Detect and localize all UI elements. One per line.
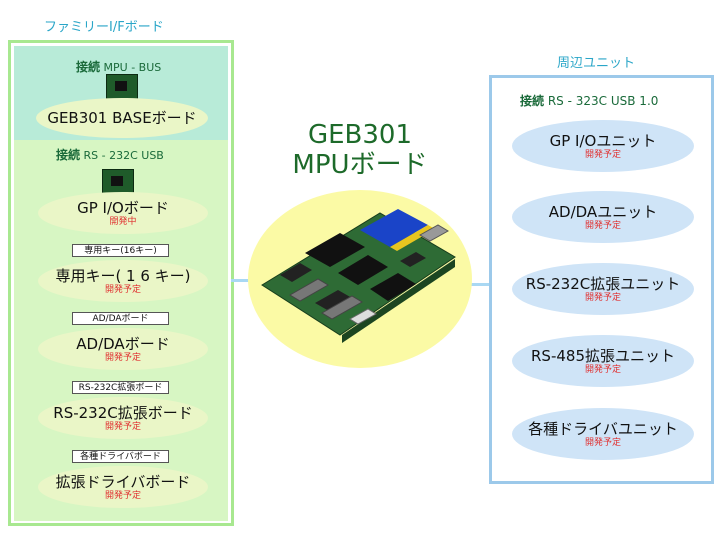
gp-io-board-node: GP I/Oボード 開発中: [38, 192, 208, 234]
unit-status: 開発予定: [584, 365, 621, 375]
board-status: 開発中: [109, 217, 137, 227]
ad-da-board-node: AD/DAボード 開発予定: [38, 328, 208, 370]
driver-unit-node: 各種ドライバユニット 開発予定: [512, 408, 694, 460]
unit-status: 開発予定: [584, 293, 621, 303]
unit-title: 各種ドライバユニット: [528, 420, 678, 438]
board-status: 開発予定: [104, 422, 141, 432]
board-title: 専用キー( 1 6 キー): [55, 267, 191, 285]
mpu-bus-label: 接続 MPU - BUS: [76, 60, 162, 74]
unit-title: GP I/Oユニット: [549, 132, 657, 150]
unit-title: AD/DAユニット: [548, 203, 658, 221]
unit-status: 開発予定: [584, 150, 621, 160]
board-icon: [102, 169, 134, 195]
mpu-bus-section: 接続 MPU - BUS GEB301 BASEボード: [14, 46, 228, 140]
unit-status: 開発予定: [584, 438, 621, 448]
center-title-line2: MPUボード: [292, 150, 428, 180]
unit-title: RS-485拡張ユニット: [531, 347, 675, 365]
center-title-line1: GEB301: [307, 120, 413, 150]
base-board-title: GEB301 BASEボード: [47, 109, 197, 127]
board-status: 開発予定: [104, 491, 141, 501]
family-if-panel: 接続 MPU - BUS GEB301 BASEボード 接続 RS - 232C…: [8, 40, 234, 526]
rs232-label: 接続 RS - 232C USB: [56, 148, 164, 162]
board-title: 拡張ドライバボード: [55, 473, 191, 491]
rs232c-board-node: RS-232C拡張ボード 開発予定: [38, 397, 208, 439]
dedicated-key-board-node: 専用キー( 1 6 キー) 開発予定: [38, 260, 208, 302]
unit-status: 開発予定: [584, 221, 621, 231]
base-board-node: GEB301 BASEボード: [36, 98, 208, 138]
unit-title: RS-232C拡張ユニット: [525, 275, 681, 293]
mpu-board-image: [261, 209, 456, 343]
board-title: GP I/Oボード: [77, 199, 169, 217]
board-status: 開発予定: [104, 285, 141, 295]
board-tag: RS-232C拡張ボード: [72, 381, 169, 394]
left-connector-line: [231, 279, 253, 282]
right-conn-label: 接続 RS - 323C USB 1.0: [520, 94, 659, 108]
rs232c-unit-node: RS-232C拡張ユニット 開発予定: [512, 263, 694, 315]
right-connector-line: [469, 283, 489, 286]
driver-board-node: 拡張ドライバボード 開発予定: [38, 466, 208, 508]
center-title: GEB301 MPUボード: [280, 120, 440, 180]
ad-da-unit-node: AD/DAユニット 開発予定: [512, 191, 694, 243]
right-group-title: 周辺ユニット: [557, 56, 636, 71]
board-icon: [106, 74, 138, 100]
board-status: 開発予定: [104, 353, 141, 363]
board-title: AD/DAボード: [76, 335, 170, 353]
board-tag: AD/DAボード: [72, 312, 169, 325]
board-title: RS-232C拡張ボード: [53, 404, 193, 422]
board-tag: 専用キー(16キー): [72, 244, 169, 257]
rs232-section: 接続 RS - 232C USB GP I/Oボード 開発中 専用キー(16キー…: [14, 140, 228, 521]
board-tag: 各種ドライバボード: [72, 450, 169, 463]
gp-io-unit-node: GP I/Oユニット 開発予定: [512, 120, 694, 172]
left-group-title: ファミリーI/Fボード: [44, 20, 164, 35]
rs485-unit-node: RS-485拡張ユニット 開発予定: [512, 335, 694, 387]
peripheral-units-panel: 接続 RS - 323C USB 1.0 GP I/Oユニット 開発予定 AD/…: [489, 75, 714, 484]
